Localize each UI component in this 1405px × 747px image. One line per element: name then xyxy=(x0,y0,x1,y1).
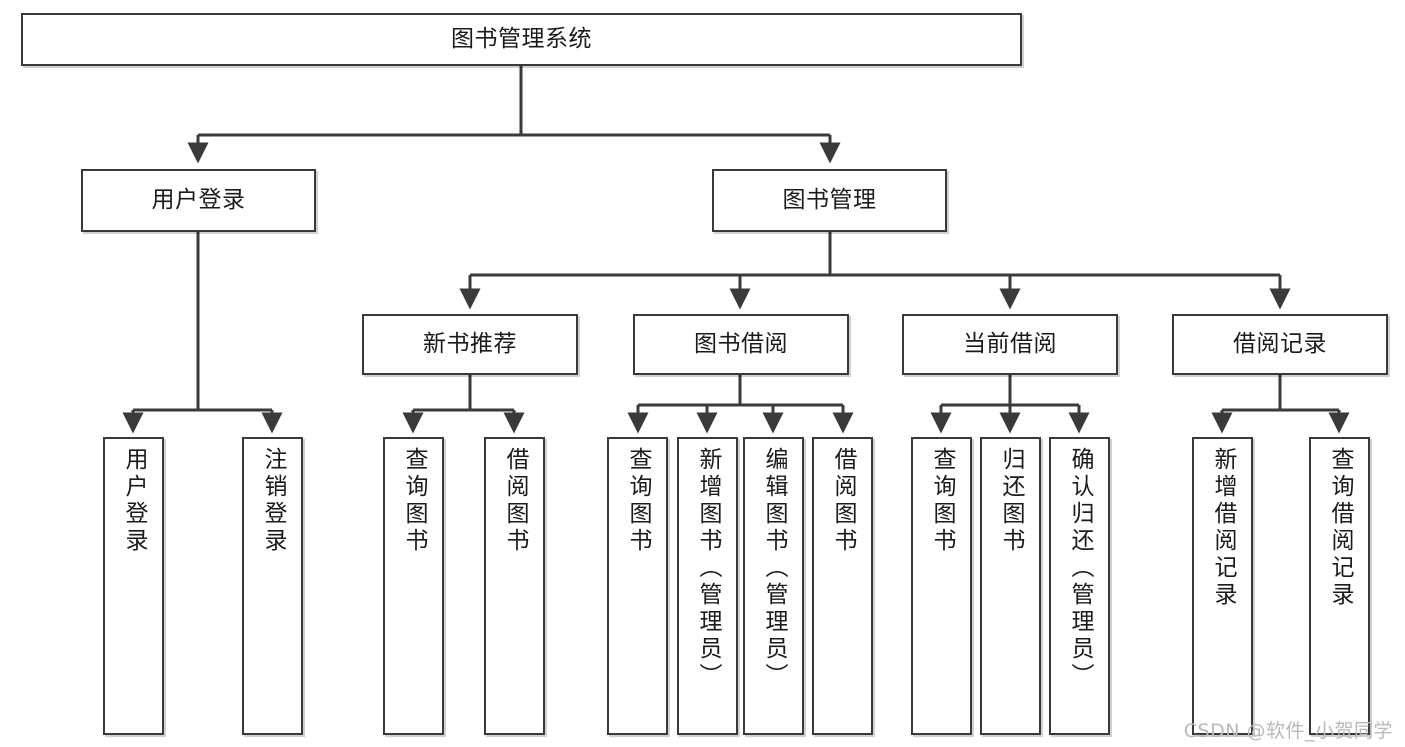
leaf-current-borrow-confirm-return[interactable]: 确认归还（管理员） xyxy=(1049,437,1110,735)
leaf-current-borrow-query[interactable]: 查询图书 xyxy=(911,437,972,735)
leaf-label: 查询图书 xyxy=(401,447,427,555)
leaf-user-login-signout[interactable]: 注销登录 xyxy=(242,437,303,735)
leaf-borrow-record-add[interactable]: 新增借阅记录 xyxy=(1192,437,1253,735)
node-borrow-record[interactable]: 借阅记录 xyxy=(1172,314,1388,375)
node-book-management[interactable]: 图书管理 xyxy=(712,169,947,232)
leaf-borrow-record-query[interactable]: 查询借阅记录 xyxy=(1309,437,1370,735)
node-label: 新书推荐 xyxy=(423,330,517,357)
leaf-label: 注销登录 xyxy=(260,447,286,555)
node-user-login[interactable]: 用户登录 xyxy=(81,169,316,232)
leaf-label: 归还图书 xyxy=(998,447,1024,555)
leaf-label: 确认归还（管理员） xyxy=(1067,447,1093,690)
leaf-label: 用户登录 xyxy=(121,447,147,555)
node-new-book-recommend[interactable]: 新书推荐 xyxy=(362,314,578,375)
leaf-book-borrow-add[interactable]: 新增图书（管理员） xyxy=(677,437,738,735)
leaf-label: 借阅图书 xyxy=(830,447,856,555)
leaf-book-borrow-query[interactable]: 查询图书 xyxy=(607,437,668,735)
node-current-borrow[interactable]: 当前借阅 xyxy=(902,314,1118,375)
leaf-label: 查询借阅记录 xyxy=(1327,447,1353,609)
leaf-label: 新增借阅记录 xyxy=(1210,447,1236,609)
node-root-system[interactable]: 图书管理系统 xyxy=(21,13,1022,66)
node-label: 用户登录 xyxy=(151,186,246,213)
leaf-label: 查询图书 xyxy=(929,447,955,555)
leaf-new-book-query[interactable]: 查询图书 xyxy=(383,437,444,735)
leaf-label: 借阅图书 xyxy=(502,447,528,555)
watermark: CSDN @软件_小贺同学 xyxy=(1183,720,1393,742)
leaf-current-borrow-return[interactable]: 归还图书 xyxy=(980,437,1041,735)
node-label: 当前借阅 xyxy=(963,330,1057,357)
leaf-book-borrow-lend[interactable]: 借阅图书 xyxy=(812,437,873,735)
node-label: 借阅记录 xyxy=(1233,330,1327,357)
node-label: 图书管理 xyxy=(782,186,877,213)
leaf-label: 编辑图书（管理员） xyxy=(761,447,787,690)
node-label: 图书管理系统 xyxy=(451,25,592,52)
node-label: 图书借阅 xyxy=(694,330,788,357)
leaf-user-login-signin[interactable]: 用户登录 xyxy=(103,437,164,735)
leaf-label: 查询图书 xyxy=(625,447,651,555)
leaf-new-book-borrow[interactable]: 借阅图书 xyxy=(484,437,545,735)
leaf-book-borrow-edit[interactable]: 编辑图书（管理员） xyxy=(743,437,804,735)
node-book-borrow[interactable]: 图书借阅 xyxy=(633,314,849,375)
leaf-label: 新增图书（管理员） xyxy=(695,447,721,690)
